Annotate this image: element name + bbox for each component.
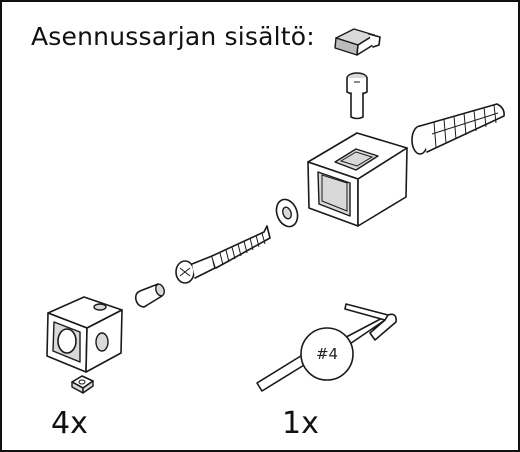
wall-plug	[411, 103, 505, 155]
quantity-left: 4x	[51, 406, 88, 441]
square-nut	[71, 375, 94, 394]
socket-screw-vertical	[346, 72, 368, 120]
page-title: Asennussarjan sisältö:	[31, 22, 315, 51]
cube-connector	[307, 132, 408, 227]
allen-key-size-tag	[300, 327, 354, 381]
end-cap-part	[334, 28, 381, 56]
socket-screw-small	[134, 283, 165, 308]
quantity-right: 1x	[282, 406, 319, 441]
small-cube-connector	[46, 296, 123, 373]
washer	[275, 198, 299, 228]
wood-screw	[175, 225, 271, 284]
allen-key: #4	[256, 303, 397, 392]
allen-key-size-label: #4	[316, 345, 338, 363]
